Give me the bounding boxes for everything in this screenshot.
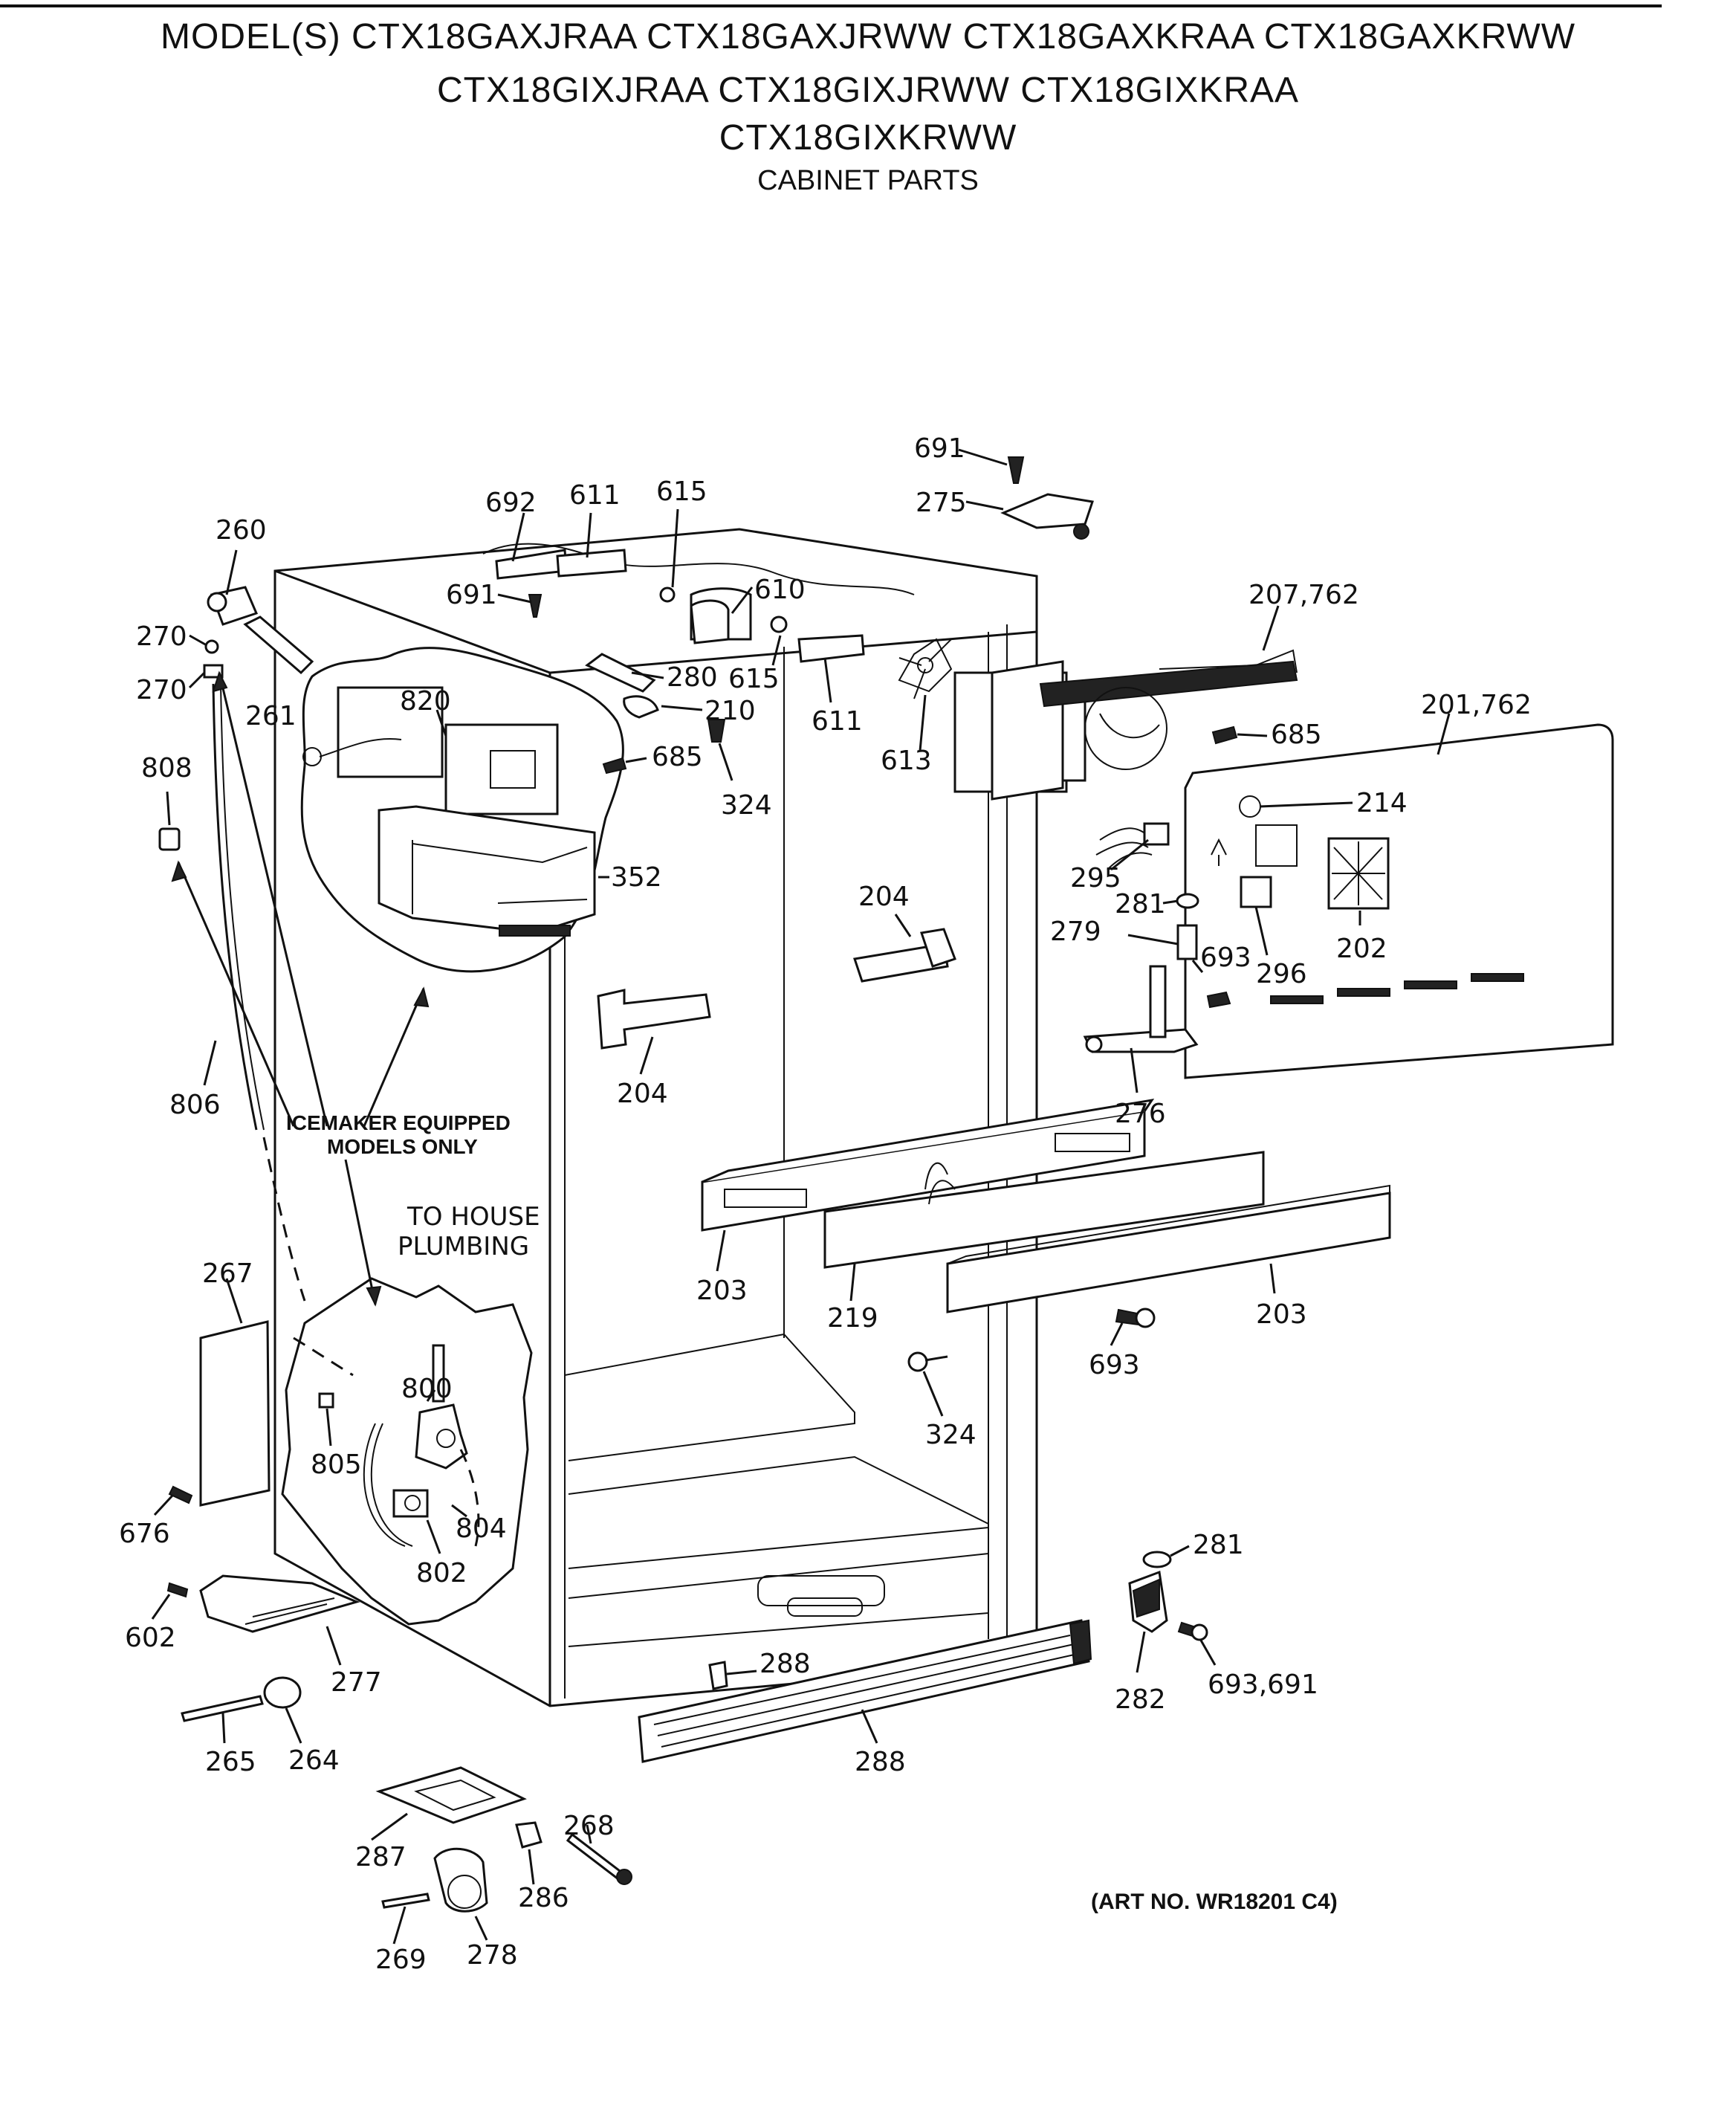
callout-808: 808: [141, 753, 192, 783]
fan-motor-assembly: [690, 587, 1298, 801]
small-parts: [158, 456, 1391, 1913]
plumbing-cutaway: [281, 1277, 533, 1626]
callout-280: 280: [667, 662, 718, 693]
callout-282: 282: [1115, 1684, 1166, 1715]
plumbing-note-line-1: TO HOUSE: [407, 1202, 540, 1232]
callout-264: 264: [288, 1745, 340, 1776]
callout-286: 286: [518, 1883, 569, 1913]
callout-693-mid: 693: [1089, 1350, 1140, 1380]
callout-269: 269: [375, 1945, 427, 1975]
callout-804: 804: [456, 1513, 507, 1544]
callout-676: 676: [119, 1519, 170, 1549]
callout-615: 615: [656, 476, 707, 507]
callout-267: 267: [202, 1258, 253, 1289]
callout-219: 219: [827, 1303, 878, 1334]
callout-802: 802: [416, 1558, 467, 1588]
callout-324-lower: 324: [925, 1420, 976, 1450]
callout-295: 295: [1070, 863, 1121, 893]
callout-691-top: 691: [446, 580, 497, 610]
callout-261: 261: [245, 701, 297, 731]
icemaker-note-line-2: MODELS ONLY: [327, 1135, 478, 1158]
model-list-line-3: CTX18GIXKRWW: [719, 118, 1017, 158]
callout-806: 806: [169, 1090, 221, 1120]
section-title: CABINET PARTS: [757, 165, 979, 196]
callout-260: 260: [216, 515, 267, 546]
model-list-line-2: CTX18GIXJRAA CTX18GIXJRWW CTX18GIXKRAA: [436, 71, 1300, 110]
callout-270: 270: [136, 621, 187, 652]
callout-693-691: 693,691: [1208, 1670, 1318, 1700]
callout-204: 204: [858, 882, 910, 912]
callout-281-lower: 281: [1193, 1530, 1244, 1560]
callout-276: 276: [1115, 1099, 1166, 1129]
callout-204-lower: 204: [617, 1079, 668, 1109]
callout-800: 800: [401, 1374, 453, 1404]
callout-277: 277: [331, 1667, 382, 1698]
art-number: (ART NO. WR18201 C4): [1091, 1890, 1338, 1914]
callout-270-lower: 270: [136, 675, 187, 705]
callout-288-clip: 288: [760, 1649, 811, 1679]
top-rule: [0, 4, 1662, 7]
callout-279: 279: [1050, 917, 1101, 947]
callout-693: 693: [1200, 943, 1251, 973]
callout-268: 268: [563, 1811, 615, 1841]
callout-685: 685: [652, 742, 703, 772]
cutaway-outline-top: [482, 543, 915, 595]
callout-611-lower: 611: [812, 706, 863, 737]
model-list-line-1: MODEL(S) CTX18GAXJRAA CTX18GAXJRWW CTX18…: [161, 17, 1575, 56]
callout-610: 610: [754, 575, 806, 605]
grille-202: [1327, 837, 1390, 910]
icemaker-cutaway: [300, 647, 624, 973]
icemaker-note-line-1: ICEMAKER EQUIPPED: [286, 1111, 511, 1134]
callout-820: 820: [400, 686, 451, 717]
callout-265: 265: [205, 1747, 256, 1777]
callout-613: 613: [881, 746, 932, 776]
callout-611: 611: [569, 480, 621, 511]
callout-288: 288: [855, 1747, 906, 1777]
callout-685-right: 685: [1271, 720, 1322, 750]
callout-203: 203: [696, 1276, 748, 1306]
callout-805: 805: [311, 1449, 362, 1480]
callout-352: 352: [611, 862, 662, 893]
callout-324: 324: [721, 790, 772, 821]
rear-panel: [1184, 723, 1614, 1079]
callout-201-762: 201,762: [1421, 690, 1532, 720]
plumbing-note-line-2: PLUMBING: [398, 1232, 529, 1261]
callout-labels: 691 275 692 611 615 610 691 260 270 270 …: [119, 433, 1532, 1975]
callout-202: 202: [1336, 934, 1387, 964]
arrow-guides: [171, 670, 430, 1307]
callout-210: 210: [705, 696, 756, 726]
callout-296: 296: [1256, 959, 1307, 989]
callout-281: 281: [1115, 889, 1166, 919]
callout-278: 278: [467, 1940, 518, 1971]
callout-287: 287: [355, 1842, 407, 1872]
callout-602: 602: [125, 1623, 176, 1653]
callout-692: 692: [485, 488, 537, 518]
callout-691: 691: [914, 433, 965, 464]
callout-615-lower: 615: [728, 664, 780, 694]
callout-207-762: 207,762: [1248, 580, 1359, 610]
callout-203-lower: 203: [1256, 1299, 1307, 1330]
leader-lines: [151, 448, 1451, 1945]
callout-275: 275: [916, 488, 967, 518]
callout-214: 214: [1356, 788, 1408, 818]
